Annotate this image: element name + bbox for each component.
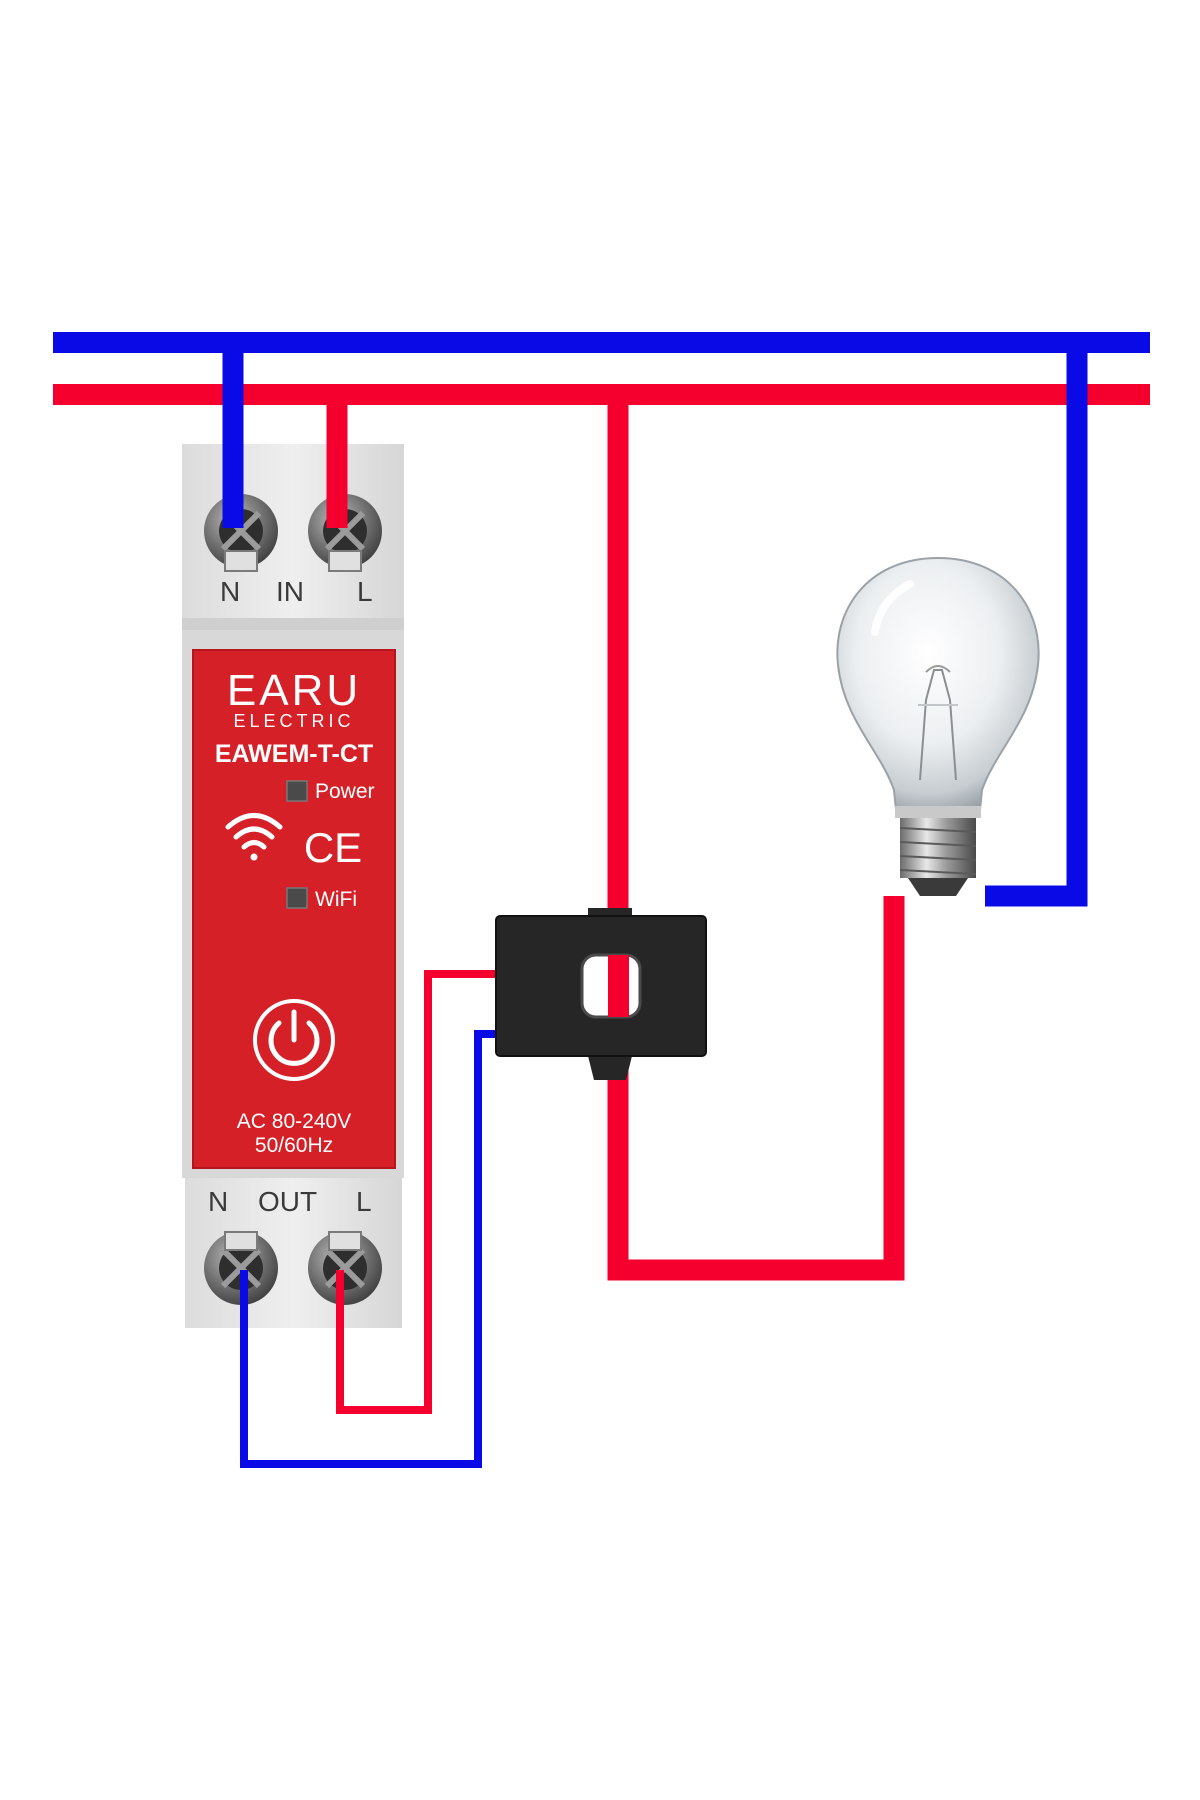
- wifi-led: [286, 887, 308, 909]
- wire-live-through-ct: [607, 394, 905, 1281]
- rating-frequency: 50/60Hz: [255, 1134, 333, 1157]
- wire-ct-lead-blue: [240, 1030, 495, 1468]
- top-label-in: IN: [276, 576, 304, 607]
- light-bulb-icon: [836, 556, 1040, 896]
- brand-subtitle: ELECTRIC: [233, 711, 354, 731]
- live-bus: [53, 384, 1150, 405]
- top-label-n: N: [220, 576, 240, 607]
- wire-ct-lead-red: [336, 970, 495, 1414]
- neutral-bus: [53, 332, 1150, 353]
- wifi-led-label: WiFi: [315, 888, 357, 911]
- power-led-label: Power: [315, 780, 375, 803]
- bottom-label-n: N: [208, 1186, 228, 1217]
- top-label-l: L: [357, 576, 373, 607]
- wifi-indicator: WiFi: [286, 887, 357, 911]
- rating-voltage: AC 80-240V: [237, 1110, 351, 1133]
- bottom-label-out: OUT: [258, 1186, 317, 1217]
- power-icon[interactable]: [253, 999, 335, 1081]
- power-indicator: Power: [286, 780, 375, 803]
- wifi-icon: [225, 813, 283, 861]
- terminal-screw-bottom-l: [308, 1231, 382, 1305]
- terminal-screw-bottom-n: [204, 1231, 278, 1305]
- current-clamp-icon: [495, 908, 707, 1080]
- brand-name: EARU: [227, 666, 361, 715]
- bottom-label-l: L: [356, 1186, 372, 1217]
- wire-neutral-to-lamp: [985, 343, 1088, 907]
- model-number: EAWEM-T-CT: [215, 740, 373, 768]
- device-front-panel: [193, 650, 395, 1168]
- ce-mark: CE: [304, 824, 362, 871]
- power-led: [286, 780, 308, 802]
